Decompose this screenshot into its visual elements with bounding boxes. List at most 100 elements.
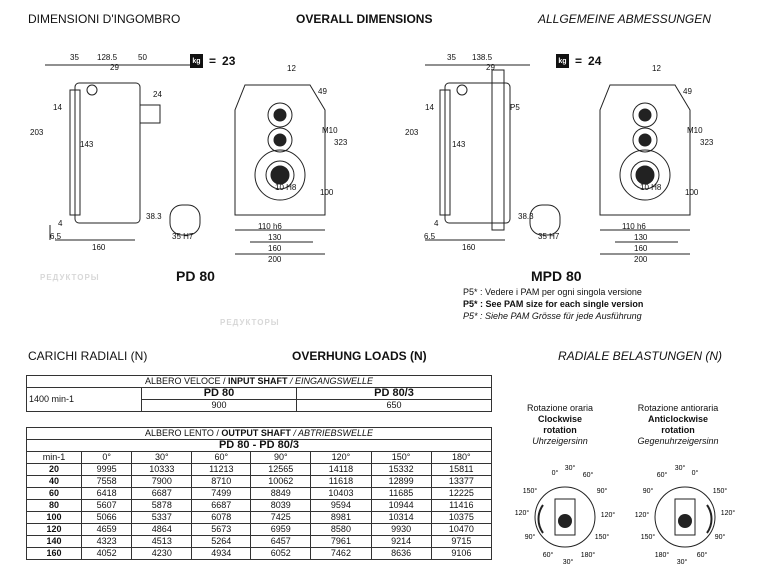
row-value: 15332 (370, 463, 432, 476)
angle-label: 120° (635, 511, 650, 519)
rotation-arrow (706, 504, 713, 534)
angle-label: 60° (543, 551, 554, 559)
dim-203: 203 (405, 128, 419, 137)
row-value: 6457 (250, 535, 312, 548)
row-value: 5337 (131, 511, 193, 524)
dim-49: 49 (683, 87, 692, 96)
angle-label: 30° (677, 558, 688, 566)
row-value: 6418 (81, 487, 133, 500)
row-value: 9594 (310, 499, 372, 512)
row-value: 15811 (430, 463, 493, 476)
dim-200: 200 (268, 255, 282, 264)
angle-label: 60° (697, 551, 708, 559)
dim-ps: P5 (510, 103, 520, 112)
dim-143: 143 (452, 140, 466, 149)
row-value: 8039 (250, 499, 312, 512)
dim-65: 6.5 (50, 232, 62, 241)
input-shaft-title: ALBERO VELOCE / INPUT SHAFT / EINGANGSWE… (26, 375, 492, 388)
rotation-ring (654, 486, 716, 548)
angle-label: 120° (601, 511, 616, 519)
angle-label: 150° (641, 533, 656, 541)
row-value: 5607 (81, 499, 133, 512)
row-value: 8981 (310, 511, 372, 524)
row-value: 9715 (430, 535, 493, 548)
dim-110h6: 110 h6 (622, 222, 646, 231)
cw-rotation-label: Rotazione oraria Clockwise rotation Uhrz… (526, 403, 594, 446)
row-value: 6687 (191, 499, 252, 512)
dim-24: 24 (153, 90, 162, 99)
angle-label: 0° (692, 469, 699, 477)
note-de: P5* : Siehe PAM Grösse für jede Ausführu… (463, 311, 642, 321)
ccw-rotation-diagram: 0°30°60°90°120°150°180°30°60°90°120°150° (635, 465, 736, 566)
dim-130: 130 (634, 233, 648, 242)
row-value: 5878 (131, 499, 193, 512)
angle-label: 120° (721, 509, 736, 517)
input-col-pd80: PD 80 (141, 387, 297, 400)
dim-160: 160 (92, 243, 106, 252)
row-value: 10944 (370, 499, 432, 512)
pd80-side-view-drawing (45, 64, 201, 241)
dim-35: 35 (70, 53, 79, 62)
input-shaft-table: ALBERO VELOCE / INPUT SHAFT / EINGANGSWE… (26, 375, 493, 412)
input-col-pd803: PD 80/3 (295, 387, 493, 400)
dim-160b: 160 (634, 244, 648, 253)
watermark: РЕДУКТОРЫ (220, 318, 280, 327)
output-header: 180° (430, 451, 493, 464)
angle-label: 90° (643, 487, 654, 495)
row-value: 11618 (310, 475, 372, 488)
angle-label: 30° (675, 465, 686, 472)
row-value: 4659 (81, 523, 133, 536)
pd80-model-label: PD 80 (176, 268, 215, 284)
dim-100: 100 (320, 188, 334, 197)
input-value-pd80: 900 (141, 399, 297, 412)
row-value: 7961 (310, 535, 372, 548)
section2-left: CARICHI RADIALI (N) (28, 349, 148, 363)
row-value: 8710 (191, 475, 252, 488)
row-value: 5264 (191, 535, 252, 548)
row-value: 4513 (131, 535, 193, 548)
angle-label: 60° (583, 471, 594, 479)
output-header: 30° (131, 451, 193, 464)
rotation-arrow (537, 504, 544, 534)
row-value: 7558 (81, 475, 133, 488)
row-value: 12899 (370, 475, 432, 488)
angle-label: 0° (552, 469, 559, 477)
row-value: 7499 (191, 487, 252, 500)
row-value: 4864 (131, 523, 193, 536)
dim-10h8: 10 H8 (640, 183, 662, 192)
row-value: 4323 (81, 535, 133, 548)
output-shaft-table: ALBERO LENTO / OUTPUT SHAFT / ABTRIEBSWE… (25, 427, 493, 560)
row-value: 8849 (250, 487, 312, 500)
row-value: 7900 (131, 475, 193, 488)
row-value: 7462 (310, 547, 372, 560)
angle-label: 90° (597, 487, 608, 495)
angle-label: 30° (565, 465, 576, 472)
gearbox-outline (674, 498, 696, 536)
angle-label: 30° (563, 558, 574, 566)
dim-12: 12 (287, 64, 296, 73)
header-center: OVERALL DIMENSIONS (296, 12, 433, 26)
mpd80-front-view-drawing (599, 84, 691, 255)
row-value: 8636 (370, 547, 432, 560)
angle-label: 150° (713, 487, 728, 495)
row-value: 9930 (370, 523, 432, 536)
angle-label: 120° (515, 509, 530, 517)
dim-203: 203 (30, 128, 44, 137)
mpd80-model-label: MPD 80 (531, 268, 582, 284)
row-value: 5066 (81, 511, 133, 524)
angle-label: 150° (523, 487, 538, 495)
row-speed: 140 (25, 535, 83, 548)
row-value: 6078 (191, 511, 252, 524)
row-value: 10403 (310, 487, 372, 500)
dim-160b: 160 (268, 244, 282, 253)
row-value: 5673 (191, 523, 252, 536)
output-hub (678, 514, 692, 528)
mpd80-weight: kg = 24 (556, 50, 616, 72)
dim-383: 38.3 (146, 212, 162, 221)
row-value: 9106 (430, 547, 493, 560)
dim-14: 14 (425, 103, 434, 112)
row-value: 13377 (430, 475, 493, 488)
